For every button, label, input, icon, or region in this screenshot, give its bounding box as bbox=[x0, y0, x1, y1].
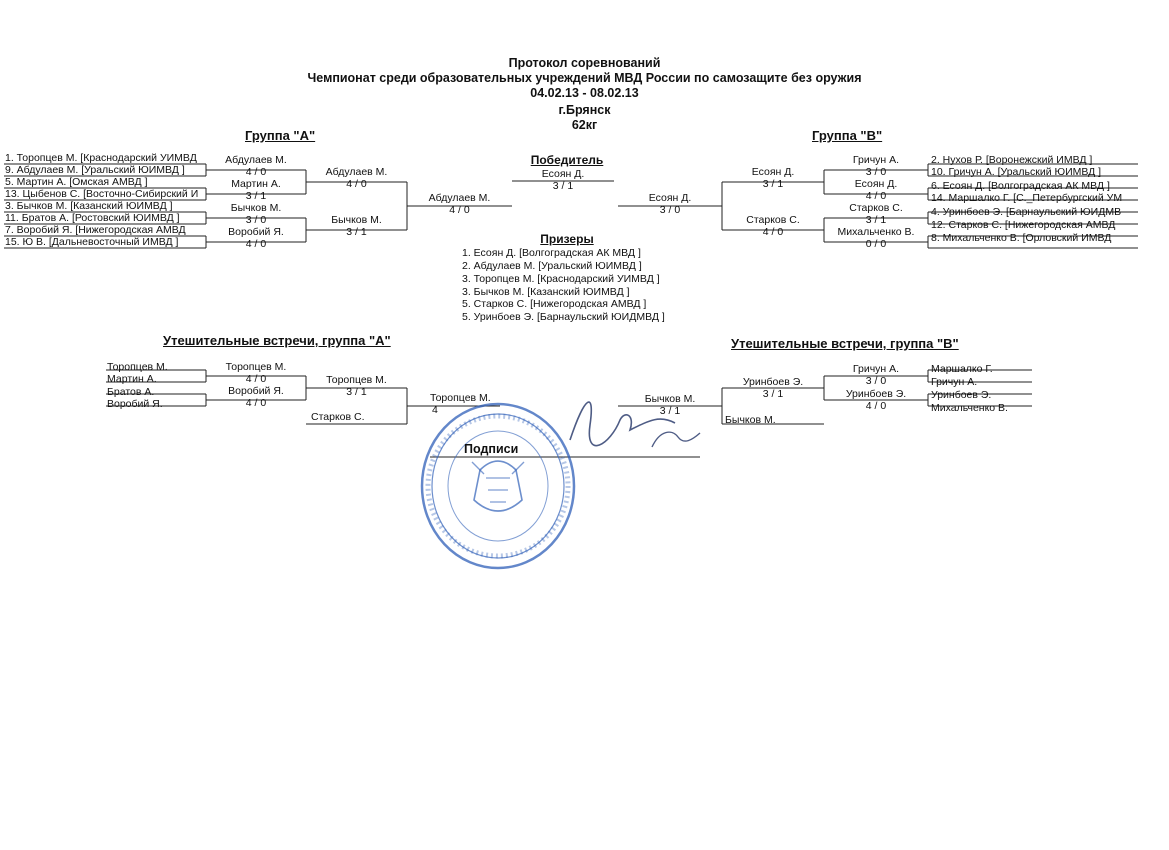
prize-item: 3. Бычков М. [Казанский ЮИМВД ] bbox=[462, 286, 630, 298]
protocol-title: Протокол соревнований bbox=[508, 56, 661, 70]
signature-label: Подписи bbox=[464, 442, 519, 456]
championship-subtitle: Чемпионат среди образовательных учрежден… bbox=[307, 71, 862, 85]
group-a-r1-winner: Абдулаев М. bbox=[225, 154, 287, 166]
consolation-b-title: Утешительные встречи, группа "В" bbox=[731, 336, 959, 351]
championship-city: г.Брянск bbox=[558, 103, 611, 117]
consolation-a-r1-score: 4 / 0 bbox=[245, 397, 267, 409]
prize-item: 1. Есоян Д. [Волгоградская АК МВД ] bbox=[462, 247, 641, 259]
group-a-r1-score: 3 / 0 bbox=[245, 214, 267, 226]
group-a-entrant: 13. Цыбенов С. [Восточно-Сибирский И bbox=[5, 188, 199, 200]
group-a-r1-score: 4 / 0 bbox=[245, 166, 267, 178]
group-a-r1-winner: Мартин А. bbox=[231, 178, 281, 190]
weight-class: 62кг bbox=[571, 118, 598, 132]
group-b-r2-winner: Старков С. bbox=[746, 214, 800, 226]
consolation-b-entrant: Гричун А. bbox=[931, 376, 978, 388]
group-a-final-score: 4 / 0 bbox=[449, 204, 470, 216]
consolation-a-final-winner: Торопцев М. bbox=[430, 392, 491, 404]
consolation-a-r1-score: 4 / 0 bbox=[245, 373, 267, 385]
consolation-b-entrant: Маршалко Г. bbox=[931, 363, 993, 375]
winner-title: Победитель bbox=[530, 153, 604, 167]
group-b-r1-score: 3 / 1 bbox=[865, 214, 887, 226]
consolation-a-final-score: 4 bbox=[432, 404, 438, 416]
group-a-r2-score: 3 / 1 bbox=[346, 226, 367, 238]
group-b-entrant: 8. Михальченко В. [Орловский ИМВД bbox=[931, 232, 1112, 244]
group-a-entrant: 7. Воробий Я. [Нижегородская АМВД bbox=[5, 224, 186, 236]
consolation-b-final-winner: Бычков М. bbox=[644, 393, 696, 405]
consolation-a-entrant: Воробий Я. bbox=[107, 398, 163, 410]
group-b-final-winner: Есоян Д. bbox=[648, 192, 692, 204]
consolation-a-entrant: Торопцев М. bbox=[107, 361, 168, 373]
group-a-entrant: 3. Бычков М. [Казанский ЮИМВД ] bbox=[5, 200, 173, 212]
handwritten-signature-icon bbox=[569, 401, 701, 448]
consolation-b-r1-winner: Уринбоев Э. bbox=[845, 388, 907, 400]
consolation-b-r1-winner: Гричун А. bbox=[852, 363, 900, 375]
group-b-r1-winner: Михальченко В. bbox=[837, 226, 915, 238]
group-a-final-winner: Абдулаев М. bbox=[428, 192, 491, 204]
consolation-a-title: Утешительные встречи, группа "А" bbox=[163, 333, 391, 348]
consolation-a-bye: Старков С. bbox=[311, 411, 365, 423]
championship-dates: 04.02.13 - 08.02.13 bbox=[530, 86, 639, 100]
group-b-r2-winner: Есоян Д. bbox=[751, 166, 795, 178]
consolation-a-r1-winner: Торопцев М. bbox=[225, 361, 287, 373]
group-b-r1-score: 3 / 0 bbox=[865, 166, 887, 178]
group-a-entrant: 5. Мартин А. [Омская АМВД ] bbox=[5, 176, 148, 188]
group-b-entrant: 10. Гричун А. [Уральский ЮИМВД ] bbox=[931, 166, 1102, 178]
group-a-r2-winner: Абдулаев М. bbox=[325, 166, 388, 178]
group-a-r1-winner: Воробий Я. bbox=[228, 226, 284, 238]
group-a-entrant: 9. Абдулаев М. [Уральский ЮИМВД ] bbox=[5, 164, 185, 176]
consolation-a-entrant: Мартин А. bbox=[107, 373, 157, 385]
group-a-entrant: 15. Ю В. [Дальневосточный ИМВД ] bbox=[5, 236, 179, 248]
group-a-r1-score: 4 / 0 bbox=[245, 238, 267, 250]
prize-item: 3. Торопцев М. [Краснодарский УИМВД ] bbox=[462, 273, 660, 285]
consolation-b-entrant: Михальченко В. bbox=[931, 402, 1008, 414]
consolation-b-final-score: 3 / 1 bbox=[659, 405, 681, 417]
prize-item: 2. Абдулаев М. [Уральский ЮИМВД ] bbox=[462, 260, 642, 272]
consolation-b-bye: Бычков М. bbox=[725, 414, 776, 426]
consolation-b-r1-score: 3 / 0 bbox=[865, 375, 887, 387]
group-b-entrant: 4. Уринбоев Э. [Барнаульский ЮИДМВ bbox=[931, 206, 1122, 218]
group-b-title: Группа "В" bbox=[812, 128, 883, 143]
consolation-a-r2-winner: Торопцев М. bbox=[326, 374, 387, 386]
group-a-r1-score: 3 / 1 bbox=[245, 190, 267, 202]
consolation-b-entrant: Уринбоев Э. bbox=[931, 389, 992, 401]
consolation-b-r2-score: 3 / 1 bbox=[762, 388, 784, 400]
consolation-a-r2-score: 3 / 1 bbox=[346, 386, 367, 398]
winner-score: 3 / 1 bbox=[552, 180, 574, 192]
group-a-r1-winner: Бычков М. bbox=[230, 202, 282, 214]
prize-item: 5. Уринбоев Э. [Барнаульский ЮИДМВД ] bbox=[462, 311, 665, 323]
group-b-r1-winner: Старков С. bbox=[849, 202, 903, 214]
group-a-title: Группа "А" bbox=[245, 128, 316, 143]
group-b-final-score: 3 / 0 bbox=[659, 204, 681, 216]
group-b-r2-score: 4 / 0 bbox=[762, 226, 784, 238]
consolation-b-r2-winner: Уринбоев Э. bbox=[742, 376, 804, 388]
prizes-title: Призеры bbox=[540, 232, 594, 246]
winner-name: Есоян Д. bbox=[541, 168, 585, 180]
consolation-b-r1-score: 4 / 0 bbox=[865, 400, 887, 412]
group-b-entrant: 6. Есоян Д. [Волгоградская АК МВД ] bbox=[931, 180, 1110, 192]
group-b-r1-score: 4 / 0 bbox=[865, 190, 887, 202]
group-a-entrant: 1. Торопцев М. [Краснодарский УИМВД bbox=[5, 152, 197, 164]
group-b-r1-winner: Гричун А. bbox=[852, 154, 900, 166]
official-stamp-icon bbox=[420, 402, 576, 570]
group-b-entrant: 12. Старков С. [Нижегородская АМВД bbox=[931, 219, 1116, 231]
consolation-a-entrant: Братов А. bbox=[107, 386, 155, 398]
group-b-r1-winner: Есоян Д. bbox=[854, 178, 898, 190]
prize-item: 5. Старков С. [Нижегородская АМВД ] bbox=[462, 298, 647, 310]
group-b-entrant: 2. Нухов Р. [Воронежский ИМВД ] bbox=[931, 154, 1093, 166]
consolation-a-r1-winner: Воробий Я. bbox=[228, 385, 284, 397]
group-a-r2-score: 4 / 0 bbox=[346, 178, 367, 190]
group-a-entrant: 11. Братов А. [Ростовский ЮИМВД ] bbox=[5, 212, 180, 224]
group-b-r2-score: 3 / 1 bbox=[762, 178, 784, 190]
group-a-r2-winner: Бычков М. bbox=[331, 214, 382, 226]
group-b-r1-score: 0 / 0 bbox=[865, 238, 887, 250]
group-b-entrant: 14. Маршалко Г. [С._Петербургский УМ bbox=[931, 192, 1123, 204]
